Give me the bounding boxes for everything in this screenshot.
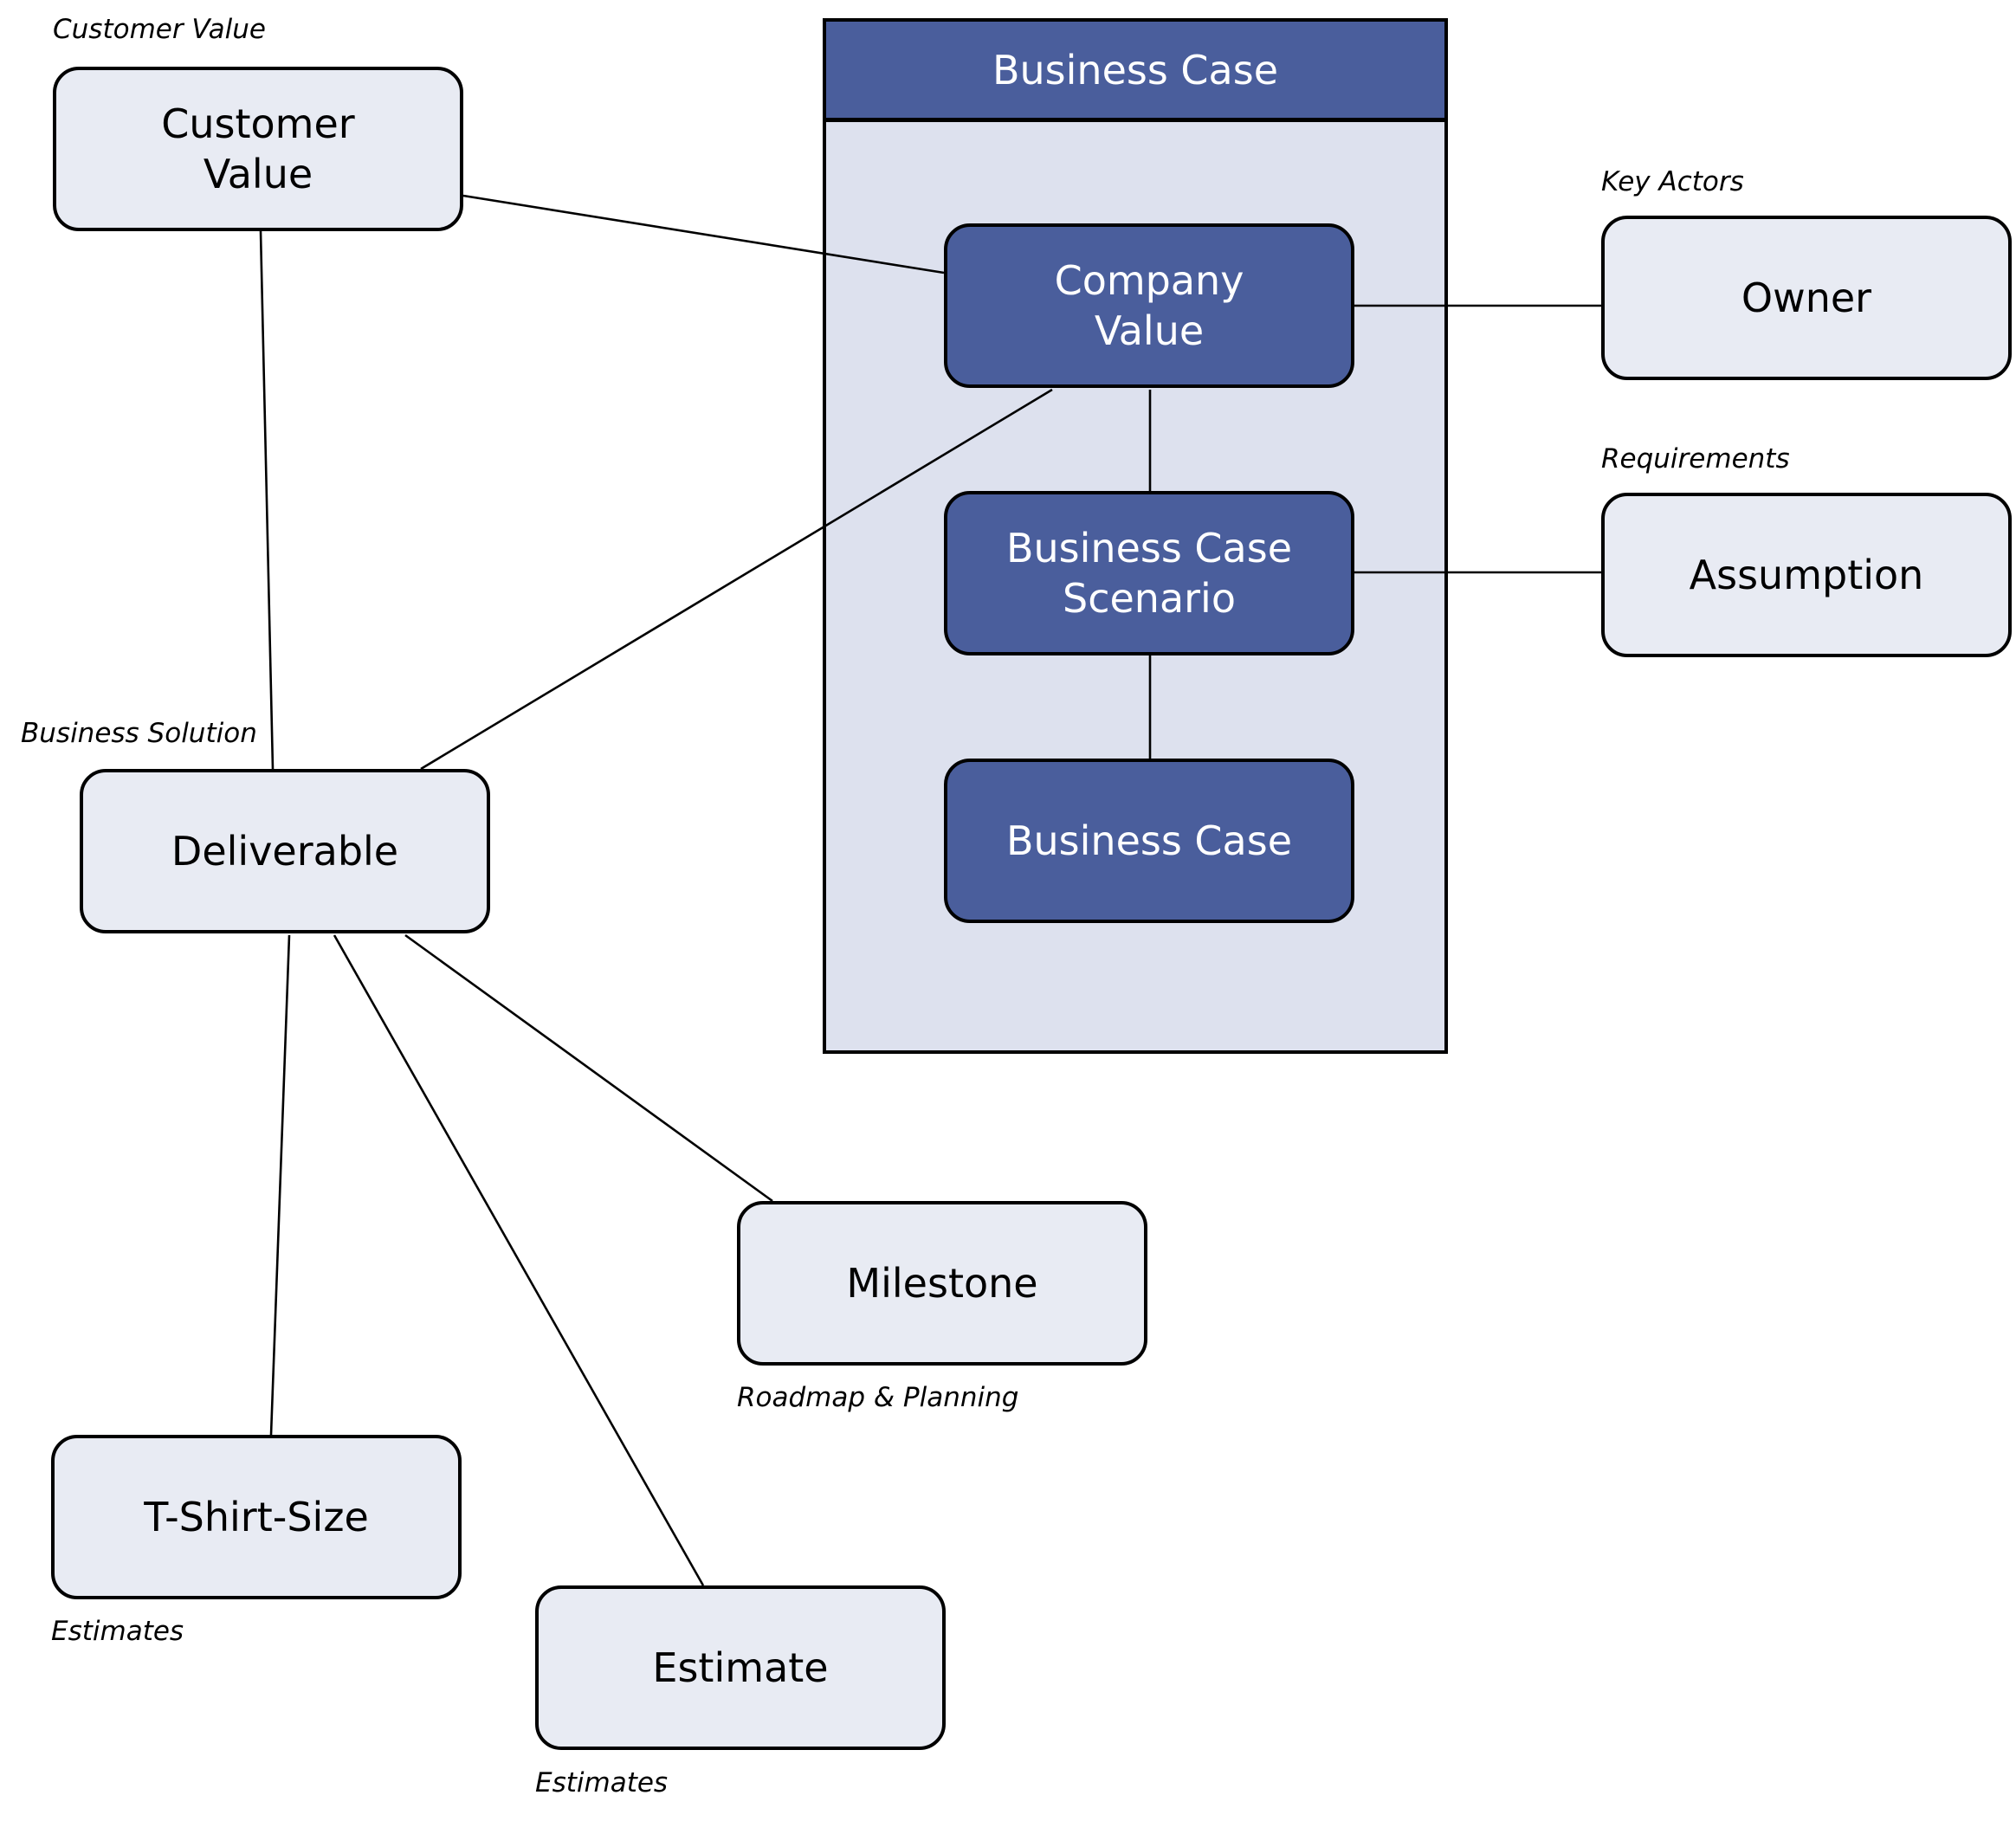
node-milestone[interactable]: Milestone [737, 1201, 1147, 1366]
node-company-value[interactable]: Company Value [944, 223, 1354, 388]
category-label-estimates-estimate: Estimates [535, 1767, 669, 1798]
node-assumption[interactable]: Assumption [1601, 493, 2012, 657]
category-label-roadmap-planning: Roadmap & Planning [737, 1382, 1019, 1413]
node-customer-value-text: Customer Value [161, 100, 355, 197]
node-owner-text: Owner [1741, 274, 1872, 321]
node-business-case-scenario-text: Business Case Scenario [1005, 525, 1293, 622]
node-tshirt-size[interactable]: T-Shirt-Size [51, 1435, 462, 1599]
node-customer-value[interactable]: Customer Value [53, 67, 463, 231]
category-label-business-solution: Business Solution [21, 718, 257, 749]
node-deliverable-text: Deliverable [171, 828, 399, 875]
edge-customer-value-to-deliverable [259, 230, 275, 770]
node-estimate[interactable]: Estimate [535, 1585, 946, 1750]
node-assumption-text: Assumption [1689, 552, 1924, 598]
node-deliverable[interactable]: Deliverable [80, 769, 490, 933]
container-header: Business Case [826, 22, 1444, 122]
node-company-value-text: Company Value [1054, 257, 1244, 354]
container-title: Business Case [992, 46, 1279, 94]
node-tshirt-size-text: T-Shirt-Size [144, 1494, 369, 1540]
category-label-requirements: Requirements [1601, 443, 1790, 475]
node-business-case[interactable]: Business Case [944, 759, 1354, 923]
node-owner[interactable]: Owner [1601, 216, 2012, 380]
node-business-case-text: Business Case [1005, 817, 1293, 864]
node-milestone-text: Milestone [846, 1260, 1038, 1307]
edge-deliverable-to-milestone [404, 933, 773, 1203]
category-label-key-actors: Key Actors [1601, 166, 1744, 197]
category-label-customer-value: Customer Value [53, 14, 266, 45]
node-estimate-text: Estimate [652, 1644, 829, 1691]
node-business-case-scenario[interactable]: Business Case Scenario [944, 491, 1354, 655]
edge-deliverable-to-tshirt-size [269, 934, 291, 1436]
category-label-estimates-tshirt: Estimates [51, 1616, 184, 1647]
